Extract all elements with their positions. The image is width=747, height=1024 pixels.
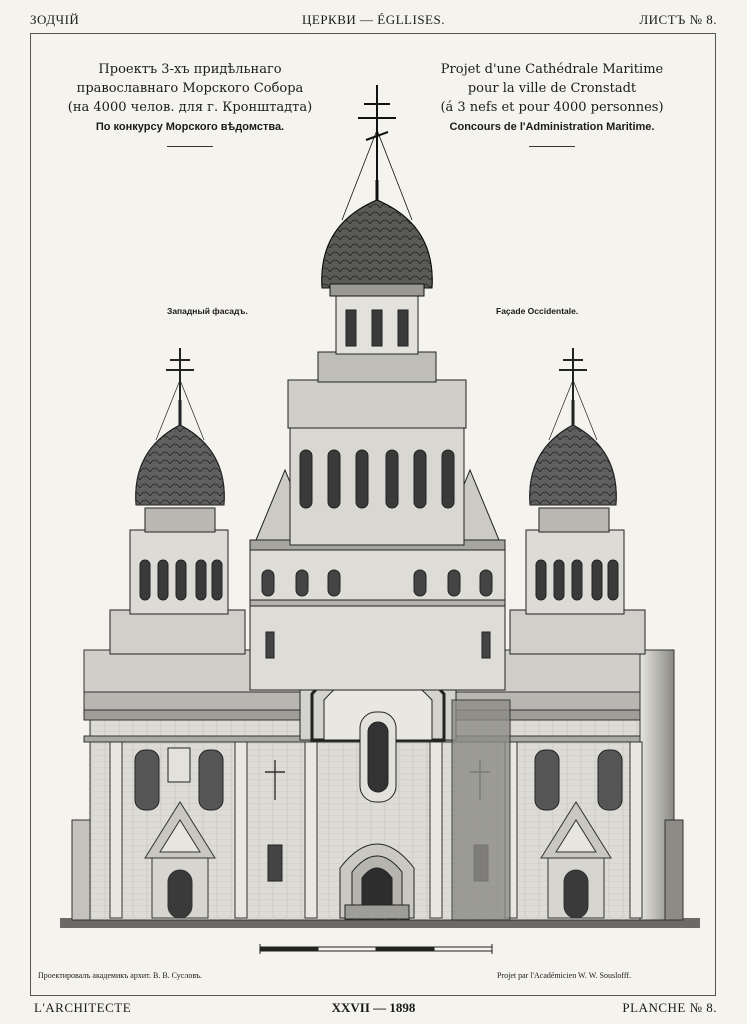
right-porch	[540, 801, 612, 919]
title-fr-line4: Concours de l'Administration Maritime.	[449, 121, 655, 133]
title-rule-fr	[529, 146, 575, 147]
central-portal	[339, 843, 415, 920]
central-onion-dome	[321, 180, 433, 297]
title-fr-line3: (á 3 nefs et pour 4000 personnes)	[440, 100, 664, 115]
title-fr-line1: Projet d'une Cathédrale Maritime	[440, 62, 664, 77]
sheet-number-fr: PLANCHE № 8.	[622, 1000, 717, 1015]
page-footer: L'ARCHITECTE XXVII — 1898 PLANCHE № 8.	[30, 1000, 717, 1018]
title-ru-line3: (на 4000 челов. для г. Кронштадта)	[67, 100, 313, 115]
left-porch	[144, 801, 216, 919]
central-upper-drum	[287, 295, 467, 546]
title-ru-line2: православнаго Морского Собора	[76, 81, 304, 96]
title-rule-ru	[167, 146, 213, 147]
credit-fr: Projet par l'Académicien W. W. Souslofff…	[497, 971, 632, 980]
scale-bar	[259, 944, 493, 954]
caption-ru: Западный фасадъ.	[167, 306, 248, 316]
journal-title-ru: ЗОДЧІЙ	[30, 12, 80, 27]
page-header: ЗОДЧІЙ ЦЕРКВИ — ÉGLLISES. ЛИСТЪ № 8.	[30, 10, 717, 32]
credit-ru: Проектировалъ академикъ архит. В. В. Сус…	[38, 971, 203, 980]
right-side-tower	[509, 348, 646, 655]
sheet-number-ru: ЛИСТЪ № 8.	[639, 12, 717, 27]
title-fr-line2: pour la ville de Cronstadt	[467, 81, 637, 96]
cathedral-elevation-drawing	[60, 85, 700, 954]
ground-band	[60, 918, 700, 928]
title-block-ru: Проектъ 3-хъ придѣльнаго православнаго М…	[40, 60, 340, 147]
title-ru-line1: Проектъ 3-хъ придѣльнаго	[98, 62, 282, 77]
title-block-fr: Projet d'une Cathédrale Maritime pour la…	[402, 60, 702, 147]
left-side-tower	[109, 348, 246, 655]
central-tower-drum	[249, 468, 506, 691]
central-cross-icon	[341, 85, 413, 221]
journal-title-fr: L'ARCHITECTE	[34, 1000, 132, 1015]
title-ru-line4: По конкурсу Морского вѣдомства.	[95, 121, 285, 133]
section-title: ЦЕРКВИ — ÉGLLISES.	[302, 12, 445, 27]
plate-frame	[30, 33, 716, 996]
caption-fr: Façade Occidentale.	[496, 306, 579, 316]
volume-year: XXVII — 1898	[331, 1000, 416, 1015]
